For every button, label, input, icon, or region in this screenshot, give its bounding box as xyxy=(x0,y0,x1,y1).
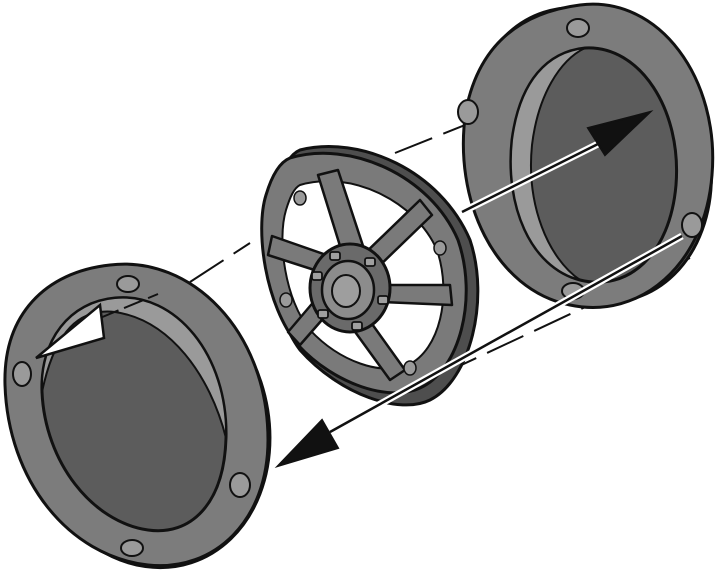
front-ring-holes xyxy=(12,275,251,557)
insert-arrow xyxy=(35,293,159,360)
assembly-arrow-right xyxy=(460,110,654,216)
arrow-head-left xyxy=(274,418,340,469)
assembly-arrow-left xyxy=(274,232,684,469)
arrow-head-right xyxy=(586,110,654,157)
insert-arrow-head xyxy=(35,302,106,360)
spoked-hub-plate xyxy=(260,145,480,407)
hub-bolts xyxy=(311,251,389,331)
front-ring xyxy=(3,262,272,570)
hub-rim-holes xyxy=(279,190,447,376)
rear-ring xyxy=(457,2,715,309)
